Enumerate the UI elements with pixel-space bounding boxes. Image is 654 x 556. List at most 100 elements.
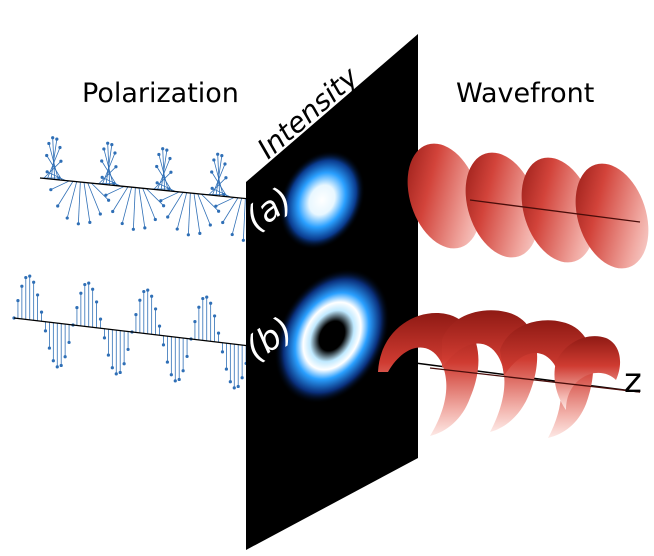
polarization-field-tip — [154, 307, 158, 311]
polarization-field-tip — [63, 355, 67, 359]
polarization-field-vector — [167, 192, 184, 218]
polarization-field-vector — [50, 180, 70, 191]
polarization-field-tip — [169, 170, 173, 174]
polarization-field-vector — [162, 148, 166, 191]
polarization-field-tip — [236, 384, 240, 389]
polarization-field-tip — [213, 314, 217, 318]
polarization-field-vector — [77, 182, 81, 224]
polarization-field-vector — [176, 192, 188, 230]
polarization-field-tip — [232, 386, 236, 390]
polarization-label: Polarization — [82, 78, 239, 109]
polarization-field-vector — [193, 193, 201, 234]
polarization-field-tip — [58, 145, 62, 150]
polarization-field-tip — [88, 220, 92, 224]
polarization-field-vector — [212, 187, 231, 198]
polarization-field-vector — [146, 188, 164, 207]
polarization-field-tip — [216, 209, 221, 213]
polarization-field-tip — [228, 380, 232, 384]
polarization-field-tip — [198, 231, 202, 235]
polarization-field-tip — [165, 148, 169, 152]
polarization-field-tip — [241, 238, 245, 242]
polarization-field-tip — [216, 331, 221, 335]
polarization-field-vector — [48, 143, 59, 180]
polarization-field-tip — [197, 305, 201, 309]
polarization-field-tip — [59, 363, 63, 368]
polarization-field-tip — [134, 312, 138, 317]
polarization-field-tip — [181, 369, 185, 373]
polarization-field-vector — [121, 187, 133, 224]
polarization-field-tip — [114, 165, 118, 169]
polarization-field-tip — [106, 353, 110, 357]
polarization-field-tip — [28, 274, 32, 278]
polarization-field-tip — [193, 319, 197, 324]
polarization-field-tip — [59, 159, 63, 163]
planar-wavefronts — [407, 143, 649, 269]
polarization-field-tip — [120, 221, 124, 226]
planar-wavefront-disk — [407, 143, 481, 249]
polarization-field-vector — [101, 160, 118, 186]
planar-wavefront-disk — [575, 163, 649, 269]
polarization-field-vector — [157, 182, 176, 192]
donut-intensity-spot — [274, 268, 390, 404]
circular-polarization-wave — [39, 136, 281, 242]
polarization-field-tip — [166, 215, 170, 219]
polarization-field-tip — [20, 284, 24, 288]
polarization-field-tip — [75, 305, 79, 310]
polarization-field-vector — [102, 176, 121, 187]
polarization-field-tip — [100, 159, 104, 163]
polarization-field-tip — [24, 275, 28, 280]
polarization-field-tip — [49, 188, 53, 192]
polarization-field-vector — [112, 186, 129, 212]
polarization-field-tip — [216, 152, 220, 156]
polarization-field-tip — [56, 204, 60, 208]
polarization-field-tip — [210, 186, 214, 190]
helical-wavefront-tail — [554, 336, 621, 410]
polarization-field-tip — [185, 354, 189, 359]
polarization-field-tip — [186, 233, 190, 237]
polarization-field-tip — [210, 170, 214, 174]
polarization-field-vector — [231, 198, 243, 235]
polarization-field-tip — [155, 164, 159, 169]
wavefront-axis-a-inner — [469, 199, 641, 223]
gaussian-intensity-spot — [279, 150, 365, 250]
polarization-field-vector — [242, 198, 246, 241]
polarization-field-tip — [220, 350, 225, 354]
polarization-field-tip — [168, 156, 172, 161]
polarization-field-tip — [102, 147, 106, 151]
polarization-field-vector — [138, 187, 146, 228]
polarization-field-vector — [103, 148, 114, 186]
polarization-field-tip — [43, 329, 48, 333]
helical-wavefront — [378, 310, 641, 438]
polarization-field-tip — [32, 280, 36, 284]
polarization-field-tip — [65, 216, 69, 220]
wavefront-label: Wavefront — [456, 78, 594, 109]
polarization-field-tip — [113, 151, 117, 155]
polarization-field-tip — [111, 209, 115, 214]
polarization-field-tip — [79, 291, 83, 295]
polarization-field-tip — [45, 170, 49, 174]
polarization-field-tip — [91, 287, 95, 291]
polarization-field-vector — [66, 181, 78, 219]
wavefront-axis-b-inner — [429, 367, 641, 393]
polarization-field-tip — [118, 370, 122, 375]
polarization-field-tip — [221, 220, 225, 225]
polarization-field-tip — [110, 366, 114, 370]
polarization-field-tip — [205, 295, 209, 299]
polarization-field-tip — [55, 365, 59, 369]
polarization-field-tip — [173, 379, 177, 383]
polarization-field-tip — [214, 204, 218, 208]
polarization-field-vector — [46, 155, 63, 181]
polarization-field-tip — [161, 343, 166, 347]
polarization-field-tip — [87, 281, 91, 285]
polarization-field-tip — [104, 193, 108, 197]
polarization-field-vector — [132, 187, 136, 230]
polarization-field-tip — [106, 198, 111, 202]
linear-polarization-wave — [12, 274, 252, 390]
polarization-field-tip — [157, 324, 162, 328]
polarization-field-tip — [102, 336, 107, 340]
polarization-field-tip — [106, 141, 110, 145]
polarization-field-tip — [209, 301, 213, 305]
polarization-field-vector — [91, 182, 109, 201]
polarization-field-vector — [222, 197, 239, 223]
